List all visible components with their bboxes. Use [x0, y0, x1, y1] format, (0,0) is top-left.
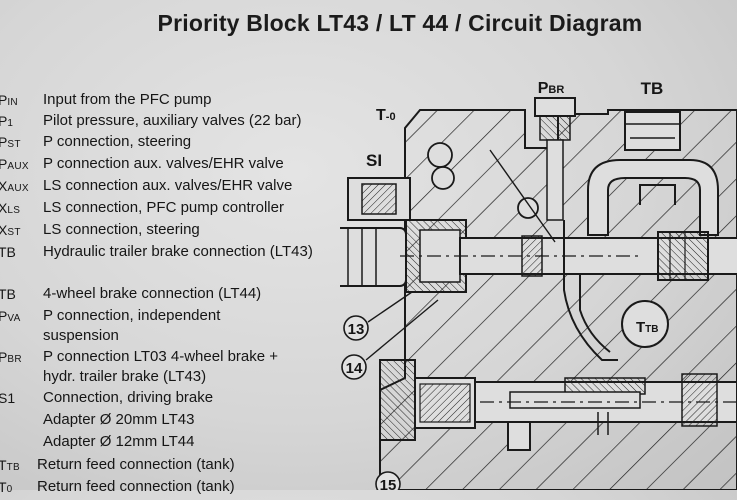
page-title: Priority Block LT43 / LT 44 / Circuit Di… — [157, 10, 643, 36]
legend-code: P1 — [0, 113, 14, 129]
legend-code: PVA — [0, 308, 21, 324]
callout-15: 15 — [375, 471, 401, 490]
legend-code: S1 — [0, 390, 16, 406]
tb-port — [587, 111, 719, 236]
legend-description: Return feed connection (tank) — [37, 478, 235, 495]
leader-line — [489, 149, 556, 243]
legend-code: PBR — [0, 349, 22, 365]
pbr-label: PBR — [538, 80, 565, 97]
svg-text:15: 15 — [380, 477, 397, 490]
circuit-diagram: PBR TB T-0 SI TTB 13 14 15 — [340, 79, 737, 490]
legend-code: XLS — [0, 200, 21, 216]
legend-code: PST — [0, 134, 21, 150]
callout-13: 13 — [343, 291, 413, 341]
legend-description: Pilot pressure, auxiliary valves (22 bar… — [43, 112, 302, 129]
bore-circle — [517, 197, 539, 219]
legend-description: Input from the PFC pump — [43, 91, 212, 108]
legend-description: Adapter Ø 12mm LT44 — [43, 433, 195, 450]
legend-description: P connection aux. valves/EHR valve — [43, 155, 284, 172]
svg-text:14: 14 — [346, 360, 363, 377]
legend-description: Connection, driving brake — [43, 389, 214, 406]
si-label: SI — [366, 151, 382, 170]
pbr-port — [534, 97, 576, 221]
priority-spool — [340, 219, 737, 293]
legend-code: TB — [0, 244, 16, 260]
legend-code: TB — [0, 286, 16, 302]
legend-code: XAUX — [0, 178, 29, 194]
legend-description: 4-wheel brake connection (LT44) — [43, 285, 262, 302]
legend-description: P connection, independent suspension — [43, 307, 221, 344]
passage — [563, 220, 618, 361]
bore-circle — [427, 142, 453, 168]
passage — [579, 275, 611, 353]
legend-description: LS connection, steering — [43, 221, 200, 238]
legend-code: T0 — [0, 479, 13, 495]
si-port — [347, 177, 411, 221]
legend-code: PIN — [0, 92, 18, 108]
legend-description: Return feed connection (tank) — [37, 456, 235, 473]
svg-text:13: 13 — [348, 321, 365, 338]
ttb-bore — [621, 300, 669, 348]
lower-spool — [379, 359, 737, 451]
callout-14: 14 — [341, 299, 439, 380]
ttb-label: TTB — [636, 319, 659, 336]
tb-label: TB — [641, 79, 664, 98]
legend-description: P connection, steering — [43, 133, 192, 150]
t0-label: T-0 — [376, 107, 396, 124]
legend-code: XST — [0, 222, 21, 238]
legend-description: LS connection, PFC pump controller — [43, 199, 284, 216]
legend-description: Adapter Ø 20mm LT43 — [43, 411, 195, 428]
legend-code: TTB — [0, 457, 20, 473]
legend-description: Hydraulic trailer brake connection (LT43… — [43, 243, 313, 260]
legend-code: PAUX — [0, 156, 29, 172]
legend-description: LS connection aux. valves/EHR valve — [43, 177, 293, 194]
bore-circle — [431, 166, 455, 190]
legend-description: P connection LT03 4-wheel brake + hydr. … — [43, 348, 279, 385]
